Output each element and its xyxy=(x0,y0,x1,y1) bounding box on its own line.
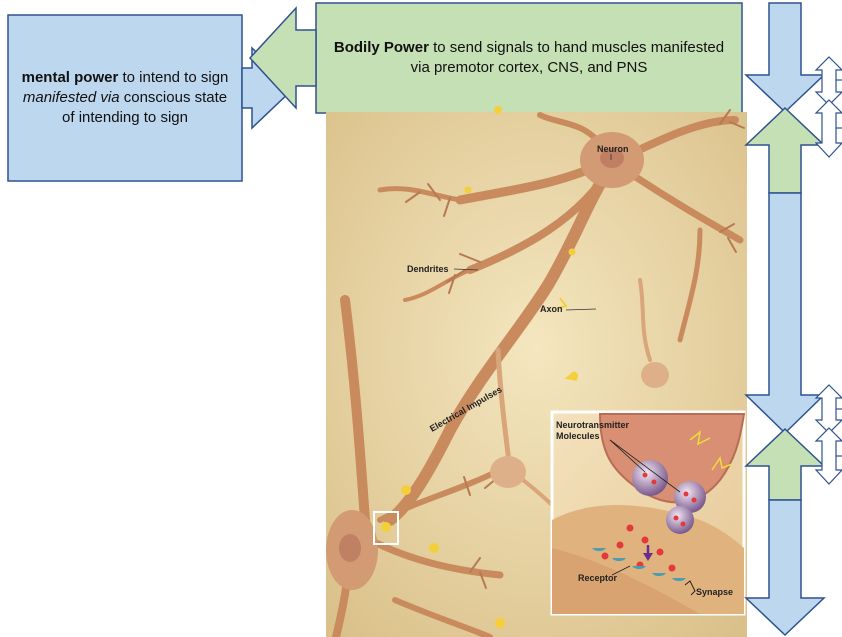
bodily-power-text-rest: to send signals to hand muscles manifest… xyxy=(411,39,724,76)
blue-down-arrow-2 xyxy=(746,193,824,433)
small-double-arrows xyxy=(816,57,842,484)
synapse-label: Synapse xyxy=(696,587,733,597)
mental-power-text-1: to intend to sign xyxy=(118,69,228,86)
mental-power-callout: mental power to intend to sign manifested… xyxy=(8,15,242,181)
mental-power-text: mental power to intend to sign manifested… xyxy=(18,68,232,128)
neurotransmitter-label-line1: Neurotransmitter xyxy=(556,420,630,430)
synapse-inset: Neurotransmitter Molecules Receptor Syna… xyxy=(552,412,744,614)
vertical-arrow-column xyxy=(746,3,824,635)
bodily-power-callout: Bodily Power to send signals to hand mus… xyxy=(316,3,742,113)
neurotransmitter-label-line2: Molecules xyxy=(556,431,600,441)
axon-label: Axon xyxy=(540,304,563,314)
bodily-power-text: Bodily Power to send signals to hand mus… xyxy=(326,38,732,78)
blue-down-arrow-1 xyxy=(746,3,824,112)
blue-down-arrow-3 xyxy=(746,500,824,635)
receptor-label: Receptor xyxy=(578,573,618,583)
dendrites-label: Dendrites xyxy=(407,264,449,274)
neuron-label: Neuron xyxy=(597,144,629,154)
mental-power-italic: manifested via xyxy=(23,89,120,106)
green-up-arrow-2 xyxy=(746,429,824,500)
bodily-power-bold: Bodily Power xyxy=(334,39,429,56)
green-up-arrow-1 xyxy=(746,108,824,193)
mental-power-bold: mental power xyxy=(22,69,119,86)
